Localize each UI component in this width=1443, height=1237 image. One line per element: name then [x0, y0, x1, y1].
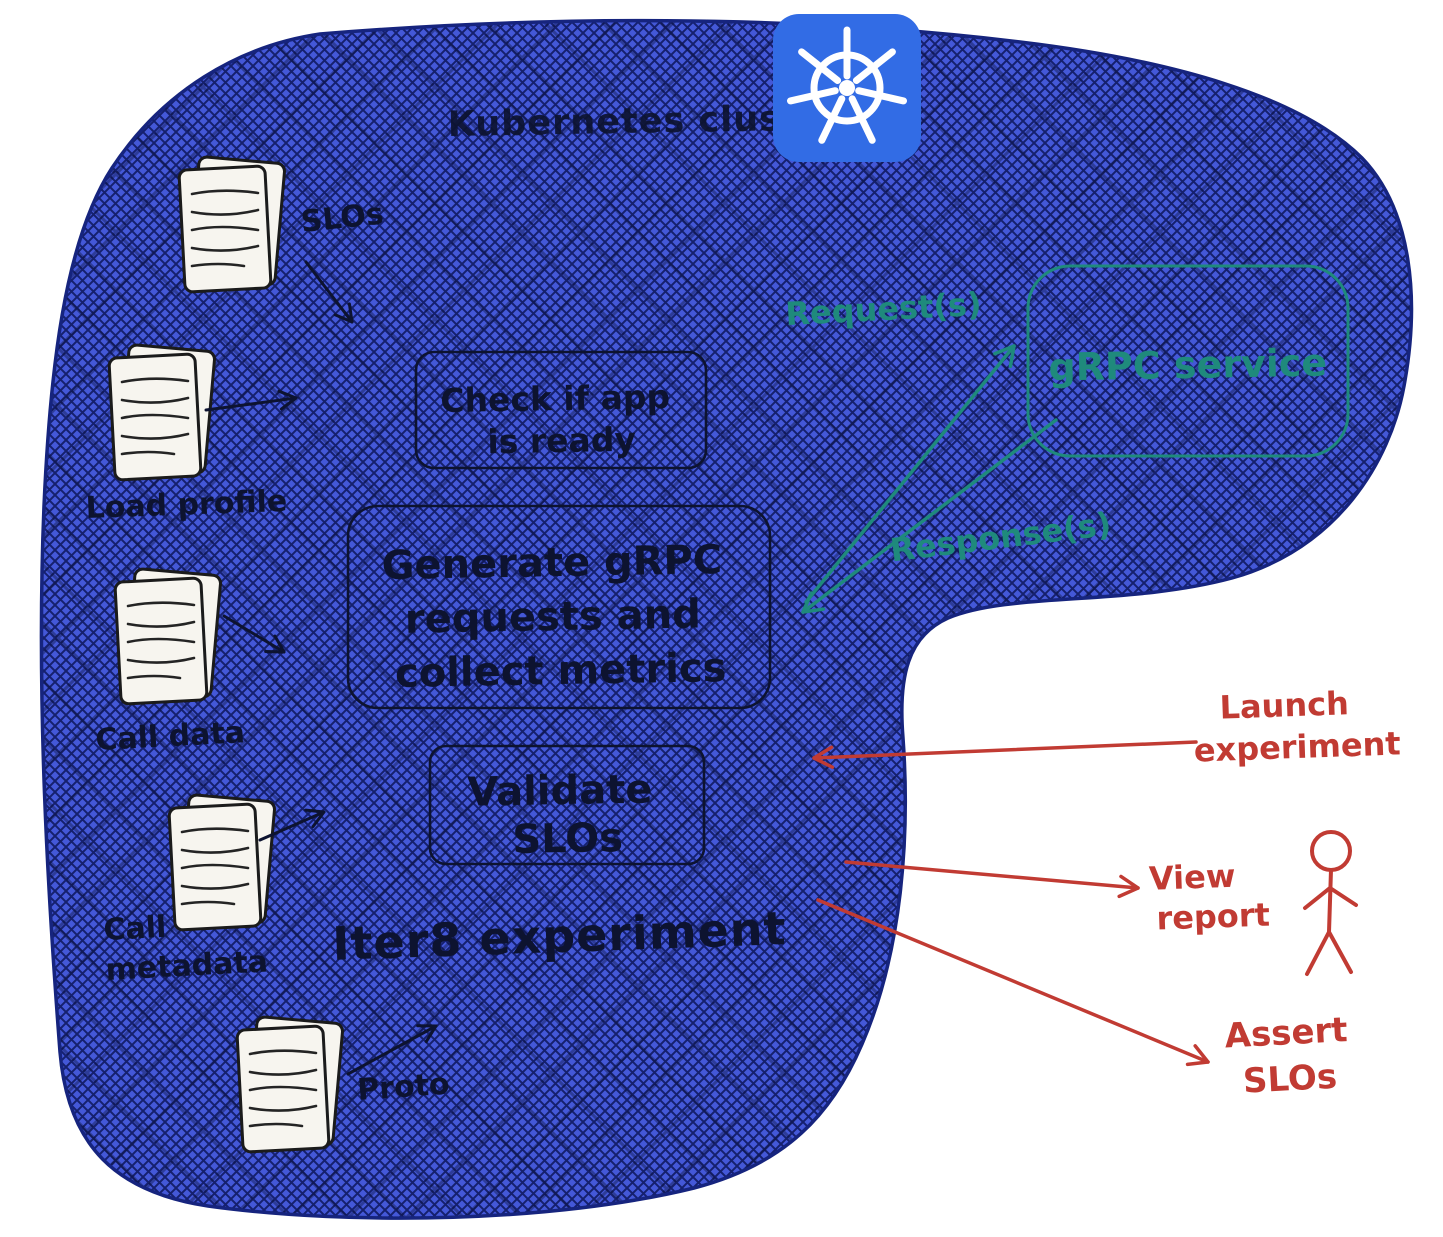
- document-text-lines: [120, 377, 190, 456]
- label-proto: Proto: [356, 1067, 451, 1108]
- document-proto: [235, 1015, 344, 1154]
- arrow-assert-slos: [816, 898, 1210, 1067]
- document-front-page: [235, 1024, 331, 1154]
- document-front-page: [107, 352, 203, 482]
- step-text: Check if app is ready: [440, 377, 683, 462]
- stick-figure-body: [1327, 868, 1333, 934]
- arrow-requests: [804, 344, 1016, 604]
- arrow-launch-experiment: [812, 740, 1198, 769]
- step-text: Generate gRPC requests and collect metri…: [381, 537, 738, 697]
- document-load-profile: [107, 343, 216, 482]
- document-text-lines: [180, 827, 250, 906]
- arrow-view-report: [844, 860, 1140, 899]
- stick-figure-head: [1310, 830, 1352, 872]
- label-slos: SLOs: [299, 196, 385, 239]
- document-text-lines: [126, 601, 196, 680]
- document-text-lines: [190, 189, 260, 268]
- helm-hub: [839, 80, 855, 96]
- arrow-call-metadata-to-cluster: [258, 808, 326, 842]
- step-box: [414, 350, 708, 470]
- label-launch-experiment: Launch experiment: [1192, 682, 1401, 769]
- step-generate-grpc-requests: Generate gRPC requests and collect metri…: [346, 504, 772, 710]
- helm-spokes: [787, 26, 907, 144]
- arrow-slos-to-cluster: [304, 260, 354, 324]
- stick-figure-arms: [1303, 885, 1358, 910]
- label-call-metadata: Call metadata: [103, 905, 269, 988]
- cluster-blob-outline: [39, 18, 1414, 1220]
- document-slos: [177, 155, 286, 294]
- step-check-app-ready: Check if app is ready: [414, 350, 708, 470]
- step-validate-slos: Validate SLOs: [428, 744, 706, 866]
- document-call-data: [113, 567, 222, 706]
- label-view-report: View report: [1148, 856, 1270, 938]
- kubernetes-logo-icon: [773, 14, 921, 162]
- document-front-page: [113, 576, 209, 706]
- grpc-service-outline: [1026, 264, 1350, 458]
- label-call-data: Call data: [95, 715, 246, 758]
- step-box: [346, 504, 772, 710]
- document-call-metadata: [167, 793, 276, 932]
- step-box: [428, 744, 706, 866]
- label-assert-slos: Assert SLOs: [1224, 1010, 1362, 1103]
- arrow-load-profile-to-cluster: [204, 389, 298, 412]
- step-text: Validate SLOs: [467, 766, 668, 863]
- document-front-page: [167, 802, 263, 932]
- user-stick-figure: [1303, 830, 1358, 976]
- arrow-call-data-to-cluster: [222, 614, 286, 654]
- label-load-profile: Load profile: [85, 484, 288, 526]
- cluster-blob-lattice: [41, 20, 1412, 1219]
- stick-figure-legs: [1305, 930, 1353, 976]
- grpc-service-box: gRPC service: [1026, 264, 1350, 458]
- document-text-lines: [248, 1049, 318, 1128]
- kubernetes-cluster-blob: Kubernetes cluster: [39, 18, 1414, 1220]
- grpc-service-label: gRPC service: [1048, 341, 1327, 390]
- arrow-responses: [801, 418, 1058, 614]
- document-front-page: [177, 164, 273, 294]
- arrow-proto-to-cluster: [346, 1024, 438, 1076]
